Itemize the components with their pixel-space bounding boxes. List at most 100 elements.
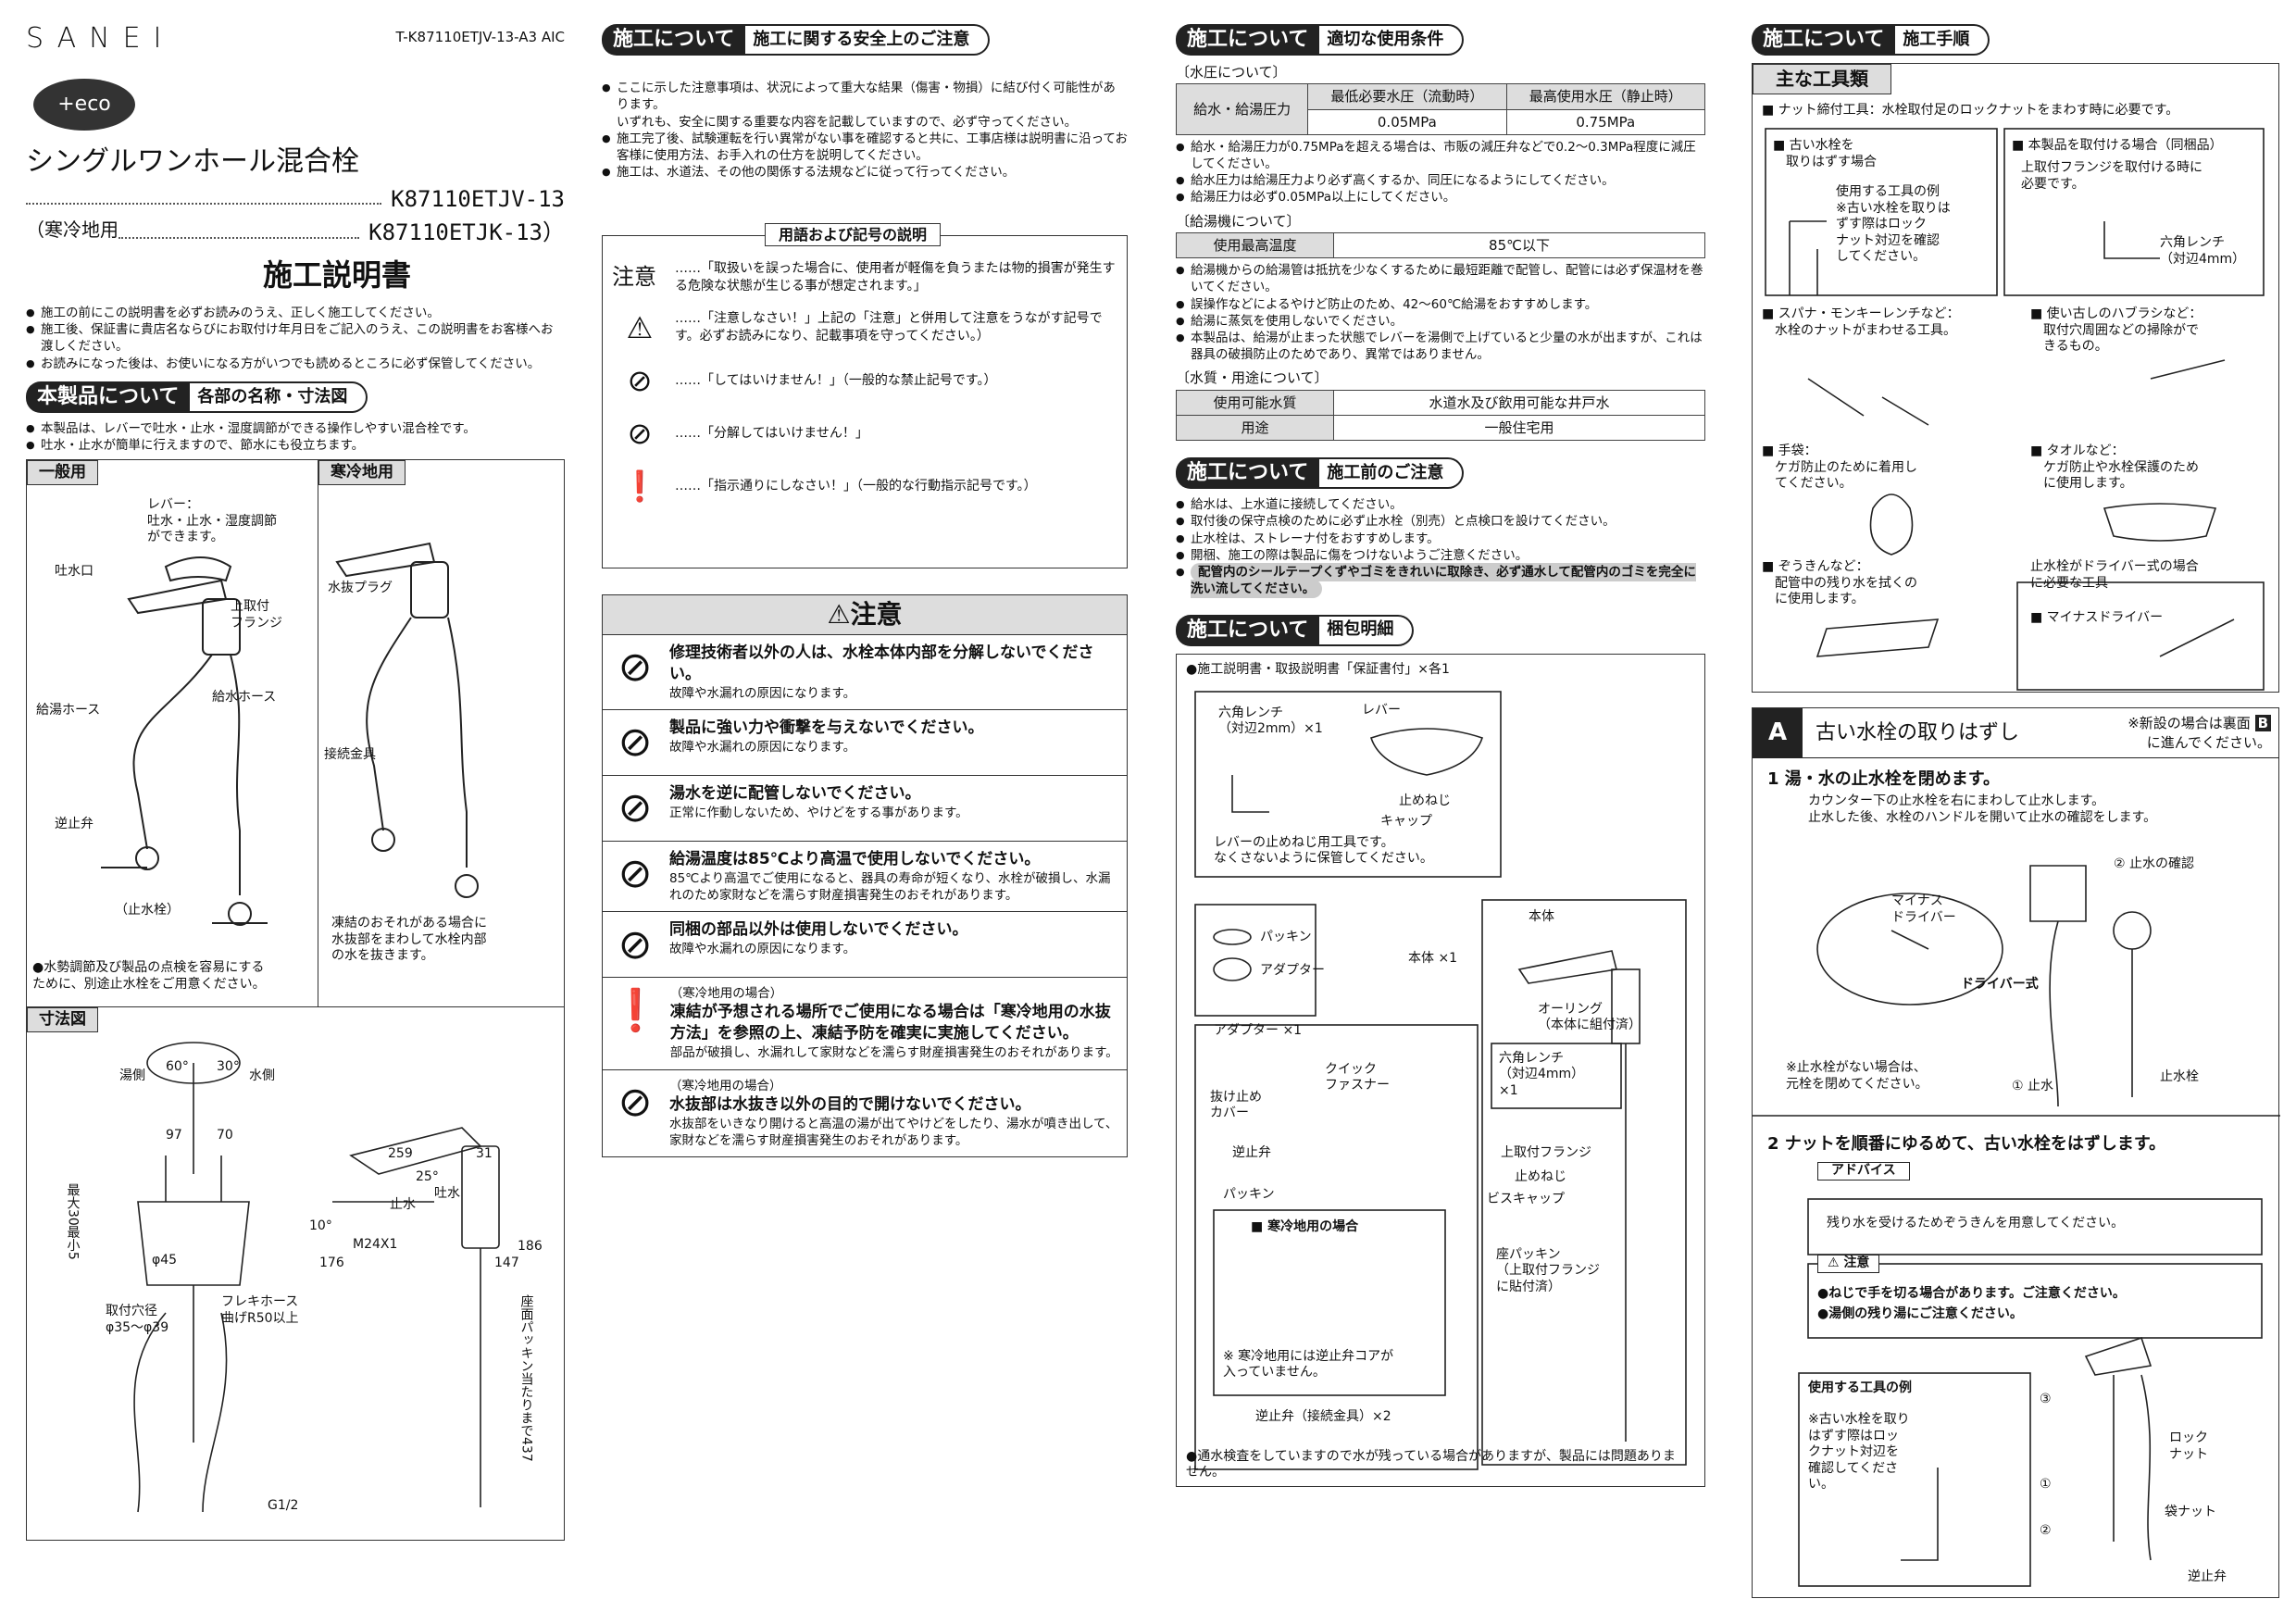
column-conditions: 施工について適切な使用条件 〔水圧について〕 給水・給湯圧力最低必要水圧（流動時… [1175,20,1706,1605]
lever-note: レバーの止めねじ用工具です。 なくさないように保管してください。 [1214,834,1433,867]
label-stop-check: ② 止水の確認 [2114,856,2195,871]
label-flange: 上取付 フランジ [231,599,282,631]
safety-notes: ここに示した注意事項は、状況によって重大な結果（傷害・物損）に結び付く可能性があ… [602,63,1128,198]
tools-box: 主な工具類 ■ ナット締付工具：水栓取付足のロックナットをまわす時に必要です。 … [1752,63,2279,693]
tools-old-desc: 使用する工具の例 ※古い水栓を取りは ずす際はロック ナット対辺を確認 してくだ… [1836,184,1951,264]
dim-31: 31 [476,1146,493,1162]
before-notes: 給水は、上水道に接続してください。取付後の保守点検のために必ず止水栓（別売）と点… [1176,496,1705,599]
tool-example-desc: ※古い水栓を取り はずす際はロッ クナット対辺を 確認してくださ い。 [1808,1412,1910,1492]
label-lever: レバー： 吐水・止水・湿度調節 ができます。 [147,497,277,545]
parts-diagram: 一般用 レバー： 吐水・止水・湿度調節 ができます。 吐水口 上取付 フランジ … [26,459,565,1542]
label-order-3: ③ [2040,1392,2052,1406]
tools-glove: ■ 手袋： ケガ防止のために着用し てください。 [1762,443,1917,491]
dim-25: 25° [416,1169,439,1185]
label-driver-type: ドライバー式 [1961,977,2039,992]
caution-heading: 給湯温度は85℃より高温で使用しないでください。 [669,849,1041,868]
caution-heading: 凍結が予想される場所でご使用になる場合は「寒冷地用の水抜方法」を参照の上、凍結予… [669,1003,1111,1043]
dim-hot: 湯側 [119,1068,145,1084]
label-check: 逆止弁 [1232,1144,1271,1160]
label-lever: レバー [1362,702,1401,718]
pressure-notes: 給水・給湯圧力が0.75MPaを超える場合は、市販の減圧弁などで0.2～0.3M… [1176,139,1705,206]
label-adapter: アダプター [1260,962,1325,978]
section-header-package: 施工について梱包明細 [1176,614,1705,646]
general-tag: 一般用 [27,460,98,486]
tool-example-title: 使用する工具の例 [1808,1380,1912,1395]
label-check-valve: 逆止弁 [55,817,94,832]
label-body: 本体 [1529,908,1554,924]
label-check-x: 逆止弁（接続金具）×2 [1255,1408,1391,1424]
label-biscap: ビスキャップ [1487,1191,1565,1206]
prohibit-icon: ⊘ [618,920,653,968]
prohibit-icon: ⊘ [618,850,653,898]
dim-flex: フレキホース 曲げR50以上 [221,1294,299,1326]
caution-detail: 故障や水漏れの原因になります。 [669,942,856,957]
terms-title: 用語および記号の説明 [765,222,942,247]
caution-item-2: ●湯側の残り湯にご注意ください。 [1817,1306,2023,1321]
heater-heading: 〔給湯機について〕 [1176,212,1301,230]
label-packing2: パッキン [1223,1186,1275,1202]
dim-176: 176 [319,1255,344,1271]
caution-heading: 湯水を逆に配管しないでください。 [669,783,921,803]
warning-triangle-icon: ⚠ [626,309,654,345]
dim-m24: M24X1 [353,1237,398,1253]
advice-text: 残り水を受けるためぞうきんを用意してください。 [1827,1216,2125,1230]
label-stop: ① 止水 [2012,1079,2054,1093]
caution-pre: （寒冷地用の場合） [669,986,783,1002]
cold-faucet-drawing [335,543,479,899]
section-header-conditions: 施工について適切な使用条件 [1176,24,1705,56]
label-order-2: ② [2040,1523,2052,1538]
label-hot-hose: 給湯ホース [36,703,101,718]
label-water-hose: 給水ホース [212,690,277,706]
tools-old-title: ■ 古い水栓を 取りはずす場合 [1773,138,1877,169]
caution-item-1: ●ねじで手を切る場合があります。ご注意ください。 [1817,1286,2126,1301]
term-triangle: ⚠……「注意しなさい！」上記の「注意」と併用して注意をうながす記号です。必ずお読… [612,308,1117,348]
advice-tag: アドバイス [1817,1162,1910,1181]
dim-max: 最大30最小5 [65,1183,81,1261]
caution-pre: （寒冷地用の場合） [669,1078,782,1093]
quality-heading: 〔水質・用途について〕 [1176,369,1329,387]
label-joint: 接続金具 [324,747,376,763]
term-caution: 注意……「取扱いを誤った場合に、使用者が軽傷を負うまたは物的損害が発生する危険な… [612,260,1116,294]
dim-259: 259 [388,1146,413,1162]
label-wrench4: 六角レンチ （対辺4mm） ×1 [1499,1050,1585,1098]
general-faucet-drawing [101,556,268,927]
caution-tag: ⚠ 注意 [1817,1255,1880,1273]
tools-rag: ■ ぞうきんなど： 配管中の残り水を拭くの に使用します。 [1762,559,1917,606]
label-cover: 抜け止め カバー [1210,1089,1262,1121]
cold-tag: 寒冷地用 [318,460,406,486]
dim-70: 70 [217,1128,233,1143]
heater-notes: 給湯機からの給湯管は抵抗を少なくするために最短距離で配管し、配管には必ず保温材を… [1176,262,1705,363]
column-procedure: 施工について施工手順 主な工具類 ■ ナット締付工具：水栓取付足のロックナットを… [1752,20,2280,1605]
label-spout: 吐水口 [55,564,94,580]
caution-title: ⚠注意 [603,594,1127,634]
model-line-1: K87110ETJV-13 [26,184,565,214]
prohibit-icon: ⊘ [618,718,653,767]
step-a-letter: A [1753,707,1803,758]
dim-g12: G1/2 [268,1498,299,1514]
dim-147: 147 [494,1255,519,1271]
section-header-procedure: 施工について施工手順 [1752,24,2279,56]
label-drain-plug: 水抜プラグ [328,581,393,596]
dimension-tag: 寸法図 [27,1007,98,1033]
dim-pack: 座面パッキン当たりまで437 [518,1294,534,1463]
caution-list: ⊘修理技術者以外の人は、水栓本体内部を分解しないでください。故障や水漏れの原因に… [603,633,1127,1156]
caution-heading: 同梱の部品以外は使用しないでください。 [669,920,968,940]
package-drawing [1194,690,1687,1470]
label-quick: クイック ファスナー [1325,1061,1390,1093]
caution-heading: 製品に強い力や衝撃を与えないでください。 [669,718,984,737]
step-1-title: 1 湯・水の止水栓を閉めます。 [1767,769,2000,789]
general-note: ●水勢調節及び製品の点検を容易にする ために、別途止水栓をご用意ください。 [32,960,266,992]
label-lock-nut: ロック ナット [2169,1430,2208,1462]
label-minus-driver: マイナス ドライバー [1891,893,1956,925]
caution-detail: 部品が破損し、水漏れして家財などを濡らす財産損害発生のおそれがあります。 [669,1045,1118,1061]
quality-table: 使用可能水質水道水及び飲用可能な井戸水用途一般住宅用 [1176,389,1705,442]
tools-new-desc: 上取付フランジを取付ける時に 必要です。 [2021,160,2202,192]
label-stop-valve: （止水栓） [115,903,180,918]
product-title: シングルワンホール混合栓 [26,144,359,178]
caution-item: ⊘給湯温度は85℃より高温で使用しないでください。85℃より高温でご使用になると… [603,840,1127,911]
column-product: SANEI T-K87110ETJV-13-A3 AIC +eco シングルワン… [26,20,565,1605]
